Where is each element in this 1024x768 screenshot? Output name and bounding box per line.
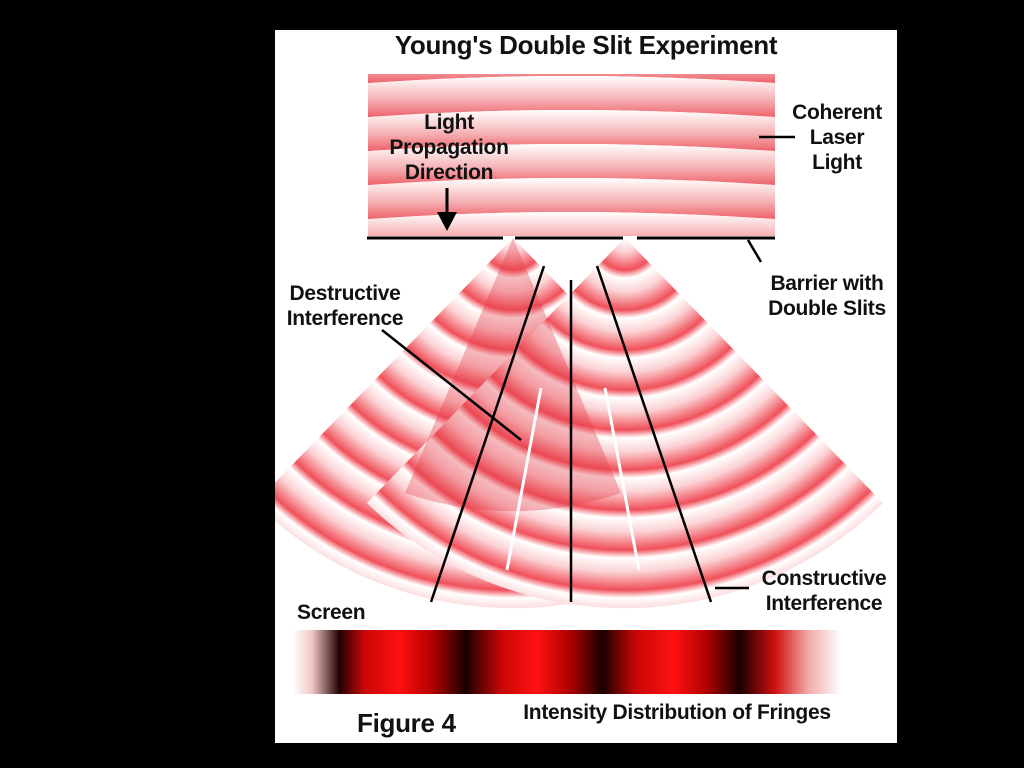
arrow-down-icon xyxy=(437,188,457,231)
plane-wave-band xyxy=(368,212,775,236)
constructive-rays xyxy=(505,387,641,571)
plane-wave-band xyxy=(368,74,775,84)
plane-waves xyxy=(368,74,775,236)
plane-wave-band xyxy=(368,110,775,152)
label-constructive: Constructive Interference xyxy=(761,567,887,615)
plane-wave-band xyxy=(368,144,775,186)
plane-wave-band xyxy=(368,76,775,118)
label-screen: Screen xyxy=(297,601,366,624)
label-light-propagation: Light Propagation Direction xyxy=(389,111,509,184)
figure-number: Figure 4 xyxy=(357,708,456,738)
diagram-title: Young's Double Slit Experiment xyxy=(394,30,778,60)
label-destructive: Destructive Interference xyxy=(286,282,404,330)
double-slit-diagram xyxy=(275,74,883,694)
fringe-strip xyxy=(293,630,841,694)
label-intensity: Intensity Distribution of Fringes xyxy=(523,701,831,724)
diagram-panel: Young's Double Slit Experiment Light Pro… xyxy=(275,30,897,743)
label-coherent-light: Coherent Laser Light xyxy=(792,101,882,174)
plane-wave-band xyxy=(368,178,775,220)
pointer-lines xyxy=(381,135,795,603)
label-barrier: Barrier with Double Slits xyxy=(768,272,886,320)
